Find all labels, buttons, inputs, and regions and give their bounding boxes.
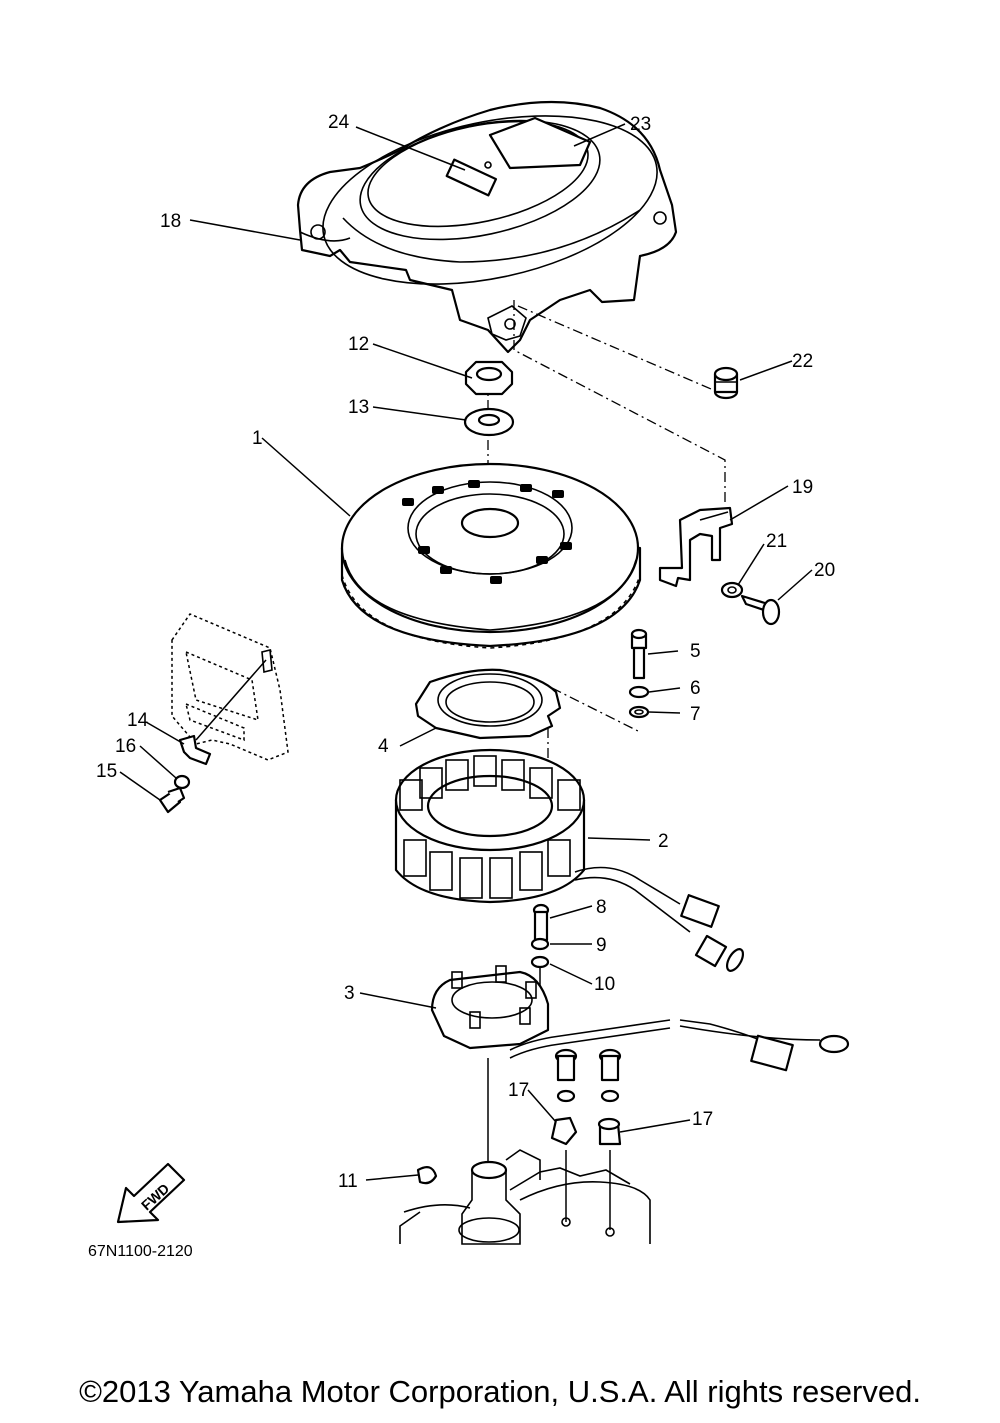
leader-lines bbox=[119, 123, 813, 1181]
callout-9: 9 bbox=[596, 935, 607, 956]
cap-part-17-left bbox=[550, 1116, 578, 1146]
grommet-part-22 bbox=[713, 366, 739, 400]
callout-18: 18 bbox=[160, 211, 181, 232]
callout-22: 22 bbox=[792, 351, 813, 372]
callout-6: 6 bbox=[690, 678, 701, 699]
callout-1: 1 bbox=[252, 428, 263, 449]
washer-part-9 bbox=[530, 937, 550, 951]
callout-19: 19 bbox=[792, 477, 813, 498]
screw-part-8 bbox=[532, 903, 550, 942]
washer-part-13 bbox=[463, 407, 515, 437]
bolt-part-5 bbox=[630, 628, 648, 680]
plate-part-4 bbox=[414, 668, 562, 740]
gasket-plate-outline bbox=[171, 613, 289, 761]
callout-8: 8 bbox=[596, 897, 607, 918]
cap-part-17-right bbox=[597, 1117, 622, 1146]
bolt-part-20 bbox=[740, 594, 781, 626]
callout-10: 10 bbox=[594, 974, 615, 995]
washer-part-10 bbox=[530, 955, 550, 969]
washer-part-21 bbox=[720, 581, 744, 599]
callout-labels: 24 23 18 12 22 13 1 19 21 20 5 6 7 14 4 … bbox=[96, 112, 835, 1192]
flywheel-cover-part-18 bbox=[296, 100, 678, 354]
crankcase-base bbox=[399, 1058, 651, 1245]
callout-11: 11 bbox=[338, 1171, 358, 1192]
callout-21: 21 bbox=[766, 531, 787, 552]
callout-17-left: 17 bbox=[508, 1080, 529, 1101]
callout-15: 15 bbox=[96, 761, 117, 782]
callout-12: 12 bbox=[348, 334, 369, 355]
stator-part-2 bbox=[394, 748, 745, 972]
pulser-coil-part-3 bbox=[430, 965, 850, 1072]
callout-24: 24 bbox=[328, 112, 350, 133]
fwd-arrow-icon: FWD bbox=[116, 1162, 186, 1224]
drawing-code: 67N1100-2120 bbox=[88, 1243, 193, 1260]
callout-16: 16 bbox=[115, 736, 136, 757]
washer-part-7 bbox=[628, 705, 650, 719]
callout-23: 23 bbox=[630, 114, 651, 135]
clip-part-14 bbox=[178, 734, 212, 766]
bolt-right bbox=[598, 1048, 622, 1082]
bolt-left bbox=[554, 1048, 578, 1082]
callout-7: 7 bbox=[690, 704, 701, 725]
screw-part-15 bbox=[158, 786, 186, 814]
callout-13: 13 bbox=[348, 397, 369, 418]
washer-part-16 bbox=[173, 774, 191, 790]
key-part-11 bbox=[416, 1165, 438, 1185]
copyright-notice: ©2013 Yamaha Motor Corporation, U.S.A. A… bbox=[79, 1374, 921, 1409]
callout-3: 3 bbox=[344, 983, 355, 1004]
callout-4: 4 bbox=[378, 736, 389, 757]
bracket-part-19 bbox=[658, 506, 734, 588]
washer-part-6 bbox=[628, 685, 650, 699]
callout-17-right: 17 bbox=[692, 1109, 713, 1130]
nut-part-12 bbox=[464, 360, 514, 396]
callout-5: 5 bbox=[690, 641, 701, 662]
flywheel-part-1 bbox=[340, 462, 642, 649]
callout-14: 14 bbox=[127, 710, 149, 731]
callout-2: 2 bbox=[658, 831, 669, 852]
callout-20: 20 bbox=[814, 560, 835, 581]
